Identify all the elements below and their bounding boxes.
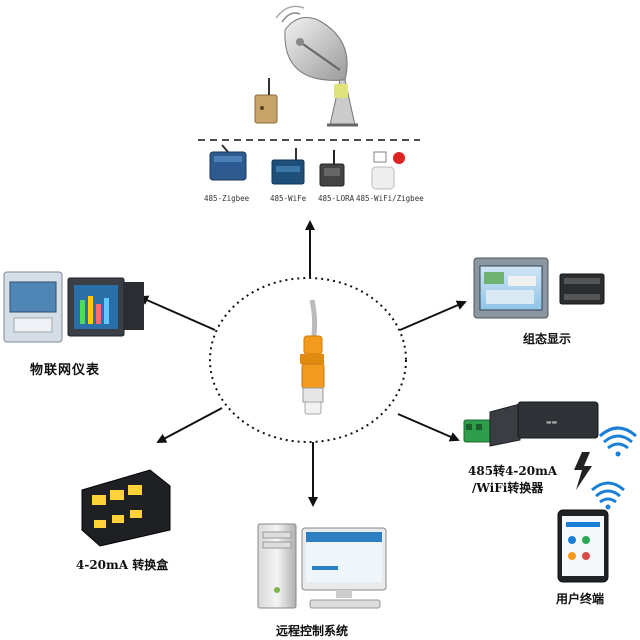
pc-tower-icon — [257, 523, 297, 609]
wifi-zigbee-module-icon — [371, 151, 405, 190]
iot-meter-label: 物联网仪表 — [30, 363, 101, 378]
module-label-wifi: 485-WiFe — [270, 194, 307, 203]
iot-meter-device-icon — [3, 271, 144, 343]
monitor-icon — [301, 527, 387, 609]
wifi-signal-icon — [591, 481, 625, 510]
lightning-bolt-icon — [574, 452, 592, 490]
sensor-probe-icon — [300, 299, 325, 415]
user-terminal-label: 用户终端 — [556, 592, 605, 606]
satellite-dish-icon — [275, 5, 358, 127]
center-ellipse — [209, 277, 407, 443]
transmitter-box-label: 4-20mA 转换盒 — [76, 558, 169, 572]
transmitter-box-icon — [81, 469, 171, 547]
converter-label-line1: 485转4-20mA — [468, 464, 558, 478]
signal-converter-icon: ▬▬ — [463, 401, 599, 447]
remote-control-label: 远程控制系统 — [276, 624, 349, 638]
wifi-module-icon — [271, 148, 305, 185]
arrows — [138, 220, 467, 507]
module-label-zigbee: 485-Zigbee — [204, 194, 250, 203]
config-display-label: 组态显示 — [523, 332, 572, 346]
tablet-icon — [557, 509, 609, 583]
svg-text:▬▬: ▬▬ — [546, 419, 558, 426]
hmi-panel-icon — [473, 257, 549, 319]
zigbee-module-icon — [209, 144, 247, 181]
plc-module-icon — [559, 273, 605, 305]
module-label-wifi-zigbee: 485-WiFi/Zigbee — [356, 194, 424, 203]
converter-label-line2: /WiFi转换器 — [472, 481, 544, 495]
gateway-box-icon — [254, 78, 278, 124]
wifi-signal-icon — [599, 426, 637, 457]
lora-module-icon — [319, 150, 345, 187]
module-label-lora: 485-LORA — [318, 194, 355, 203]
